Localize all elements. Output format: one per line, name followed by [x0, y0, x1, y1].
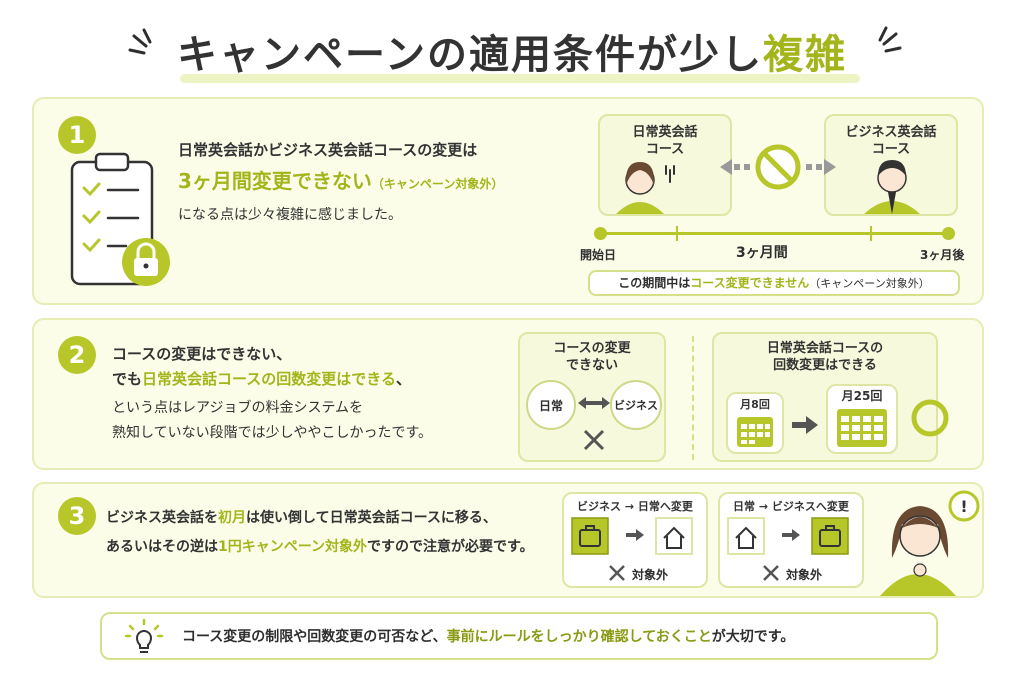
timeline-line [600, 232, 948, 235]
course-change-sub: できない [565, 358, 618, 373]
title-underline [180, 74, 860, 83]
footer-prefix: コース変更の制限や回数変更の可否など、 [182, 629, 447, 645]
title-sparks-right [862, 26, 902, 66]
title-highlight: 複雑 [763, 32, 847, 78]
daily-course-box: 日常英会話 コース [598, 114, 732, 216]
calendar-large-icon [836, 408, 888, 448]
ok-circle-icon [910, 398, 950, 438]
timeline-tick-left [676, 226, 678, 241]
home-to-briefcase-icons [726, 516, 856, 558]
note-suffix: （キャンペーン対象外） [809, 277, 930, 290]
section2-text: コースの変更はできない、 でも日常英会話コースの回数変更はできる、 という点はレ… [112, 342, 512, 446]
frequency-change-title: 日常英会話コースの [766, 341, 884, 356]
timeline-note: この期間中はコース変更できません（キャンペーン対象外） [588, 270, 960, 296]
timeline-tick-right [870, 226, 872, 241]
calendar-small-icon [736, 416, 774, 448]
section2-number: 2 [58, 336, 96, 374]
lightbulb-icon [124, 618, 164, 656]
cross-icon-2 [762, 564, 780, 582]
thinking-woman-icon: ! [872, 488, 982, 596]
business-course-label1: ビジネス英会話 [845, 125, 937, 140]
businessman-icon [858, 152, 928, 214]
section3-number: 3 [58, 497, 96, 535]
swap-arrow-icon [578, 395, 610, 411]
section1-text: 日常英会話かビジネス英会話コースの変更は 3ヶ月間変更できない（キャンペーン対象… [178, 138, 598, 228]
section3-line1-prefix: ビジネス英会話を [106, 510, 218, 526]
section3-line2-prefix: あるいはその逆は [106, 539, 218, 555]
section2-line2-prefix: でも [112, 370, 143, 388]
section2-divider [692, 336, 694, 460]
section2-line2-emph: 日常英会話コースの回数変更はできる [142, 370, 396, 388]
section2-line4: 熟知していない段階では少しややこしかったです。 [112, 425, 433, 441]
calendar-to-label: 月25回 [841, 389, 883, 403]
section2-line3: という点はレアジョブの料金システムを [112, 400, 364, 416]
woman-waving-icon [608, 152, 688, 214]
timeline-mid-label: 3ヶ月間 [736, 245, 788, 261]
daily-course-label2: コース [645, 142, 685, 157]
footer-suffix: が大切です。 [711, 629, 795, 645]
title-main: キャンペーンの適用条件が少し [177, 32, 763, 78]
title-sparks-left [128, 28, 168, 68]
section3-line2-suffix: ですので注意が必要です。 [367, 539, 534, 555]
section1-line1: 日常英会話かビジネス英会話コースの変更は [178, 141, 478, 159]
footer-text: コース変更の制限や回数変更の可否など、事前にルールをしっかり確認しておくことが大… [182, 626, 794, 646]
section1-number: 1 [58, 116, 96, 154]
briefcase-to-home-icons [570, 516, 700, 558]
timeline-start-dot [594, 227, 607, 240]
section2-line1: コースの変更はできない、 [112, 345, 292, 363]
cross-icon-1 [608, 564, 626, 582]
arrow-right-icon [792, 416, 818, 434]
frequency-change-sub: 回数変更はできる [773, 358, 877, 373]
daily-to-business-title: 日常 → ビジネスへ変更 [733, 500, 849, 513]
business-to-daily-title: ビジネス → 日常へ変更 [577, 500, 693, 513]
timeline-end-dot [942, 227, 955, 240]
page-title: キャンペーンの適用条件が少し複雑 [0, 22, 1024, 80]
business-circle: ビジネス [610, 380, 662, 430]
timeline-start-label: 開始日 [580, 248, 617, 262]
daily-course-label1: 日常英会話 [632, 125, 698, 140]
excluded-label-1: 対象外 [632, 568, 669, 582]
footer-box [100, 612, 938, 660]
section1-paren: （キャンペーン対象外） [371, 177, 504, 191]
section1-line3: になる点は少々複雑に感じました。 [178, 207, 402, 223]
note-emph: コース変更できません [690, 276, 810, 290]
clipboard-lock-icon [66, 150, 176, 290]
section3-text: ビジネス英会話を初月は使い倒して日常英会話コースに移る、 あるいはその逆は1円キ… [106, 506, 558, 560]
svg-text:!: ! [960, 497, 967, 516]
note-prefix: この期間中は [618, 276, 691, 290]
course-change-title: コースの変更 [553, 341, 631, 356]
section3-line2-emph: 1円キャンペーン対象外 [218, 539, 368, 555]
calendar-from-label: 月8回 [740, 398, 770, 411]
prohibited-swap-icon [718, 140, 838, 196]
section3-line1-suffix: は使い倒して日常英会話コースに移る、 [246, 510, 497, 526]
timeline-end-label: 3ヶ月後 [920, 248, 965, 262]
business-course-label2: コース [871, 142, 911, 157]
section3-line1-emph: 初月 [218, 510, 246, 526]
daily-circle: 日常 [526, 380, 576, 430]
section1-emph: 3ヶ月間変更できない [178, 169, 372, 193]
section2-line2-suffix: 、 [395, 370, 411, 388]
excluded-label-2: 対象外 [786, 568, 823, 582]
cross-icon [582, 428, 606, 452]
footer-emph: 事前にルールをしっかり確認しておくこと [446, 629, 712, 645]
